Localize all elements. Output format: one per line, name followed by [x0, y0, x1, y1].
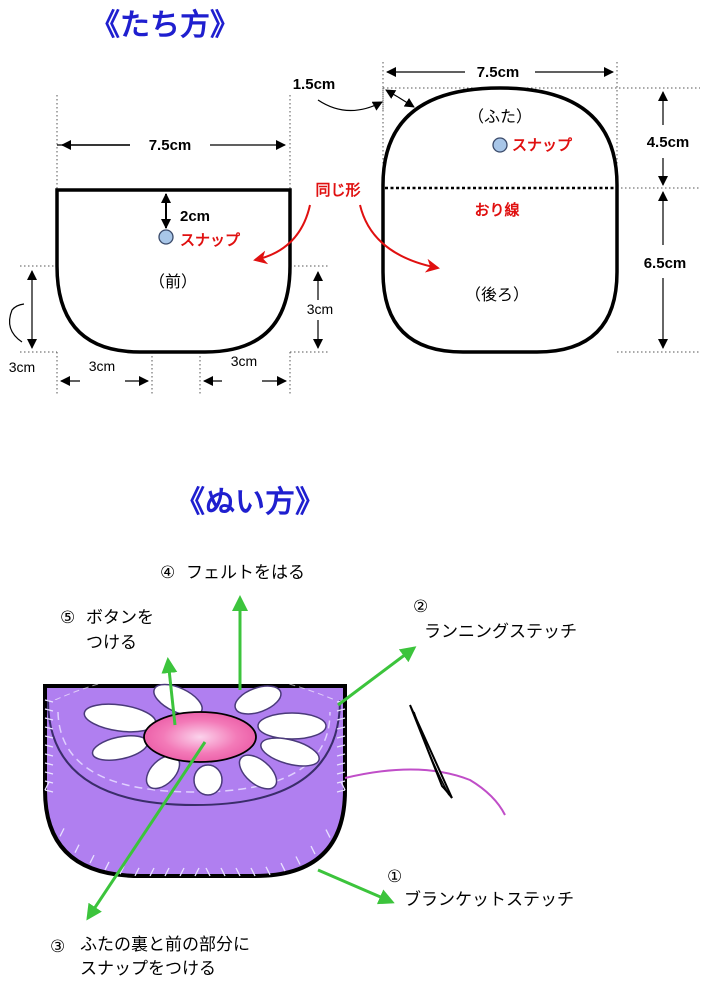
blanket-stitch-mark [336, 780, 346, 784]
back-piece-name: （後ろ） [465, 285, 529, 304]
same-shape-annotation: 同じ形 [253, 181, 440, 273]
step-2-num: ② [413, 597, 428, 617]
front-snap-icon [158, 229, 174, 245]
blanket-stitch-mark [340, 781, 346, 791]
blanket-stitch-mark [74, 844, 80, 854]
sewing-title: 《ぬい方》 [175, 485, 325, 520]
blanket-stitch-mark [44, 708, 54, 712]
button-icon [143, 711, 257, 763]
step-4-num: ④ [160, 563, 175, 583]
front-bottom-left-label: 3cm [89, 358, 115, 374]
step-3-text2: スナップをつける [80, 959, 216, 979]
blanket-stitch [44, 699, 346, 877]
same-shape-arrow-left [253, 204, 311, 265]
same-shape-arrow-right [359, 204, 440, 273]
blanket-stitch-mark [44, 771, 54, 775]
felt-flower [83, 683, 327, 796]
step-4-text: フェルトをはる [186, 563, 305, 583]
back-snap-label: スナップ [512, 136, 573, 154]
fold-label: おり線 [474, 201, 519, 219]
blanket-stitch-mark [336, 753, 346, 757]
front-piece: 7.5cm 2cm スナップ （前） 3cm 3cm 3cm 3cm [9, 95, 333, 395]
back-snap-icon [492, 137, 508, 153]
lid-height-label: 4.5cm [647, 134, 690, 151]
blanket-stitch-mark [164, 867, 170, 877]
blanket-stitch-mark [325, 829, 331, 838]
blanket-stitch-mark [336, 789, 346, 793]
blanket-stitch-mark [310, 845, 316, 855]
body-height-label: 6.5cm [644, 255, 687, 272]
blanket-stitch-mark [336, 708, 346, 712]
thread [344, 768, 506, 816]
blanket-stitch-mark [336, 735, 346, 739]
blanket-stitch-mark [336, 726, 346, 730]
step-1-text: ブランケットステッチ [404, 889, 574, 910]
snap-offset-label: 2cm [180, 208, 210, 225]
blanket-stitch-mark [44, 744, 54, 748]
blanket-stitch-mark [44, 753, 54, 757]
running-stitch [57, 711, 331, 793]
step-3-text: ふたの裏と前の部分に [80, 934, 250, 955]
pouch-illustration [43, 669, 506, 878]
blanket-stitch-mark [336, 762, 346, 766]
blanket-stitch-mark [220, 867, 226, 877]
front-left-height-label: 3cm [9, 359, 35, 375]
pattern-title: 《たち方》 [90, 8, 240, 43]
front-piece-name: （前） [149, 272, 197, 291]
blanket-stitch-mark [44, 735, 54, 739]
front-piece-outline [55, 188, 292, 354]
front-width-label: 7.5cm [149, 137, 192, 154]
blanket-stitch-mark [336, 717, 346, 721]
front-right-height-label: 3cm [307, 301, 333, 317]
step-labels: ④ フェルトをはる ⑤ ボタンを つける ② ランニングステッチ ① ブランケッ… [50, 563, 577, 979]
blanket-stitch-mark [336, 744, 346, 748]
step-5-text2: つける [86, 633, 137, 653]
blanket-stitch-mark [250, 867, 256, 877]
back-width-label: 7.5cm [477, 64, 520, 81]
back-piece-outline [381, 86, 619, 354]
blanket-stitch-mark [44, 699, 54, 703]
blanket-stitch-mark [44, 789, 54, 793]
same-shape-label: 同じ形 [315, 181, 360, 199]
front-bottom-right-label: 3cm [231, 353, 257, 369]
blanket-stitch-mark [59, 828, 65, 837]
blanket-stitch-mark [336, 771, 346, 775]
blanket-stitch-mark [44, 762, 54, 766]
blanket-stitch-mark [44, 726, 54, 730]
blanket-stitch-mark [104, 861, 110, 871]
blanket-stitch-mark [235, 867, 241, 877]
step-2-text: ランニングステッチ [424, 622, 577, 642]
blanket-stitch-mark [149, 867, 155, 877]
blanket-stitch-mark [205, 867, 211, 877]
step-5-text: ボタンを [86, 608, 154, 628]
blanket-stitch-mark [44, 781, 50, 791]
lid-name: （ふた） [468, 107, 532, 126]
blanket-stitch-mark [89, 854, 95, 864]
blanket-stitch-mark [295, 856, 301, 865]
back-piece: 7.5cm 1.5cm （ふた） スナップ おり線 （後ろ） 4.5cm 6.5… [293, 62, 700, 354]
blanket-stitch-mark [194, 867, 200, 877]
step-5-num: ⑤ [60, 608, 75, 628]
front-snap-label: スナップ [180, 231, 241, 249]
step-1-num: ① [387, 867, 402, 887]
blanket-stitch-mark [134, 867, 140, 877]
corner-label: 1.5cm [293, 76, 336, 93]
step-3-num: ③ [50, 937, 65, 957]
step-arrows [86, 595, 417, 921]
blanket-stitch-mark [179, 867, 185, 877]
blanket-stitch-mark [265, 866, 271, 876]
blanket-stitch-mark [44, 717, 54, 721]
blanket-stitch-mark [280, 862, 286, 872]
